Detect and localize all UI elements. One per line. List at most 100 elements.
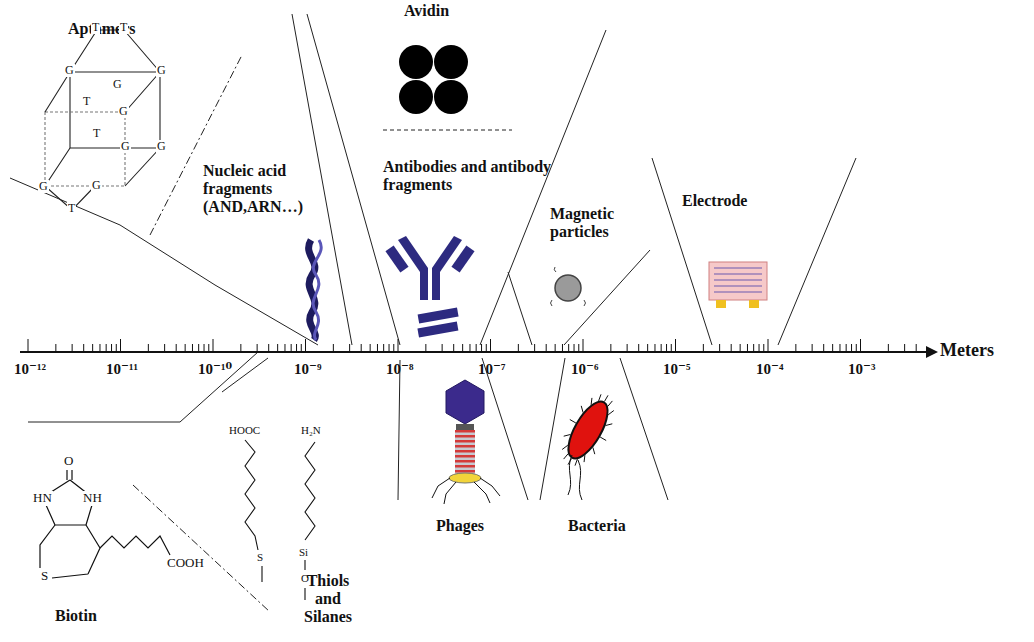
- base-letter: T: [92, 127, 101, 140]
- tick-label: 10⁻¹⁰: [198, 361, 232, 378]
- axis-tick: [888, 344, 889, 352]
- axis-tick: [846, 344, 847, 352]
- axis-tick: [55, 344, 56, 352]
- base-letter: G: [120, 140, 131, 153]
- axis-tick: [393, 344, 394, 352]
- tick-label: 10⁻⁹: [294, 361, 321, 378]
- axis-tick: [518, 344, 519, 352]
- axis-tick: [204, 344, 205, 352]
- axis-tick: [768, 339, 769, 352]
- tick-label: 10⁻¹²: [14, 361, 46, 378]
- bacterium-pilus: [564, 434, 571, 436]
- chem-group: H₂N: [300, 424, 322, 436]
- axis-tick: [349, 344, 350, 352]
- axis-tick: [832, 344, 833, 352]
- axis-tick: [759, 344, 760, 352]
- tick-label: 10⁻⁴: [756, 361, 783, 378]
- axis-tick: [148, 344, 149, 352]
- axis-tick: [305, 339, 306, 352]
- chem-group: HOOC: [228, 424, 261, 436]
- base-letter: G: [156, 64, 167, 77]
- axis-tick: [192, 344, 193, 352]
- axis-tick: [442, 344, 443, 352]
- bacterium-pilus: [584, 455, 586, 462]
- chem-group: COOH: [166, 556, 205, 571]
- axis-tick: [425, 344, 426, 352]
- base-letter: T: [67, 202, 76, 215]
- axis-tick: [208, 344, 209, 352]
- axis-tick: [839, 344, 840, 352]
- axis-tick: [555, 344, 556, 352]
- axis-tick: [377, 344, 378, 352]
- axis-tick: [916, 344, 917, 352]
- chem-atom: Si: [298, 546, 309, 558]
- axis-tick: [481, 344, 482, 352]
- axis-tick: [904, 344, 905, 352]
- bacterium-pilus: [608, 401, 612, 406]
- axis-tick: [213, 339, 214, 352]
- axis-tick: [486, 344, 487, 352]
- bacterium-pilus: [581, 406, 583, 413]
- bacterium-pilus: [606, 424, 613, 426]
- axis-tick: [703, 344, 704, 352]
- axis-tick: [583, 339, 584, 352]
- axis-tick: [851, 344, 852, 352]
- axis-tick: [268, 344, 269, 352]
- region-label: Biotin: [55, 607, 97, 625]
- base-letter: G: [64, 64, 75, 77]
- axis-tick: [370, 344, 371, 352]
- region-label: Electrode: [682, 192, 747, 210]
- bacterium-pilus: [591, 398, 593, 405]
- axis-tick: [647, 344, 648, 352]
- axis-tick: [823, 344, 824, 352]
- axis-tick: [83, 344, 84, 352]
- axis-tick: [719, 344, 720, 352]
- axis-tick: [301, 344, 302, 352]
- bacterium-pilus: [593, 447, 595, 454]
- axis-tick: [476, 344, 477, 352]
- region-label: Avidin: [404, 2, 449, 20]
- axis-tick: [610, 344, 611, 352]
- axis-tick: [277, 344, 278, 352]
- axis-tick: [654, 344, 655, 352]
- axis-tick: [562, 344, 563, 352]
- tick-label: 10⁻⁶: [571, 361, 598, 378]
- axis-tick: [490, 339, 491, 352]
- axis-tick: [671, 344, 672, 352]
- region-label: Nucleic acid fragments (AND,ARN…): [203, 162, 321, 216]
- axis-tick: [568, 344, 569, 352]
- bacterium-pilus: [562, 445, 568, 449]
- axis-tick: [638, 344, 639, 352]
- tick-label: 10⁻⁸: [386, 361, 413, 378]
- region-label: Phages: [436, 517, 484, 535]
- axis-tick: [164, 344, 165, 352]
- axis-tick: [185, 344, 186, 352]
- axis-tick: [856, 344, 857, 352]
- axis-tick: [176, 344, 177, 352]
- axis-tick: [296, 344, 297, 352]
- axis-tick: [240, 344, 241, 352]
- base-letter: G: [38, 180, 49, 193]
- axis-tick: [106, 344, 107, 352]
- axis-tick: [666, 344, 667, 352]
- bacterium-pilus: [564, 454, 568, 459]
- axis-tick: [92, 344, 93, 352]
- axis-tick: [574, 344, 575, 352]
- axis-tick: [747, 344, 748, 352]
- axis-tick: [257, 344, 258, 352]
- axis-tick: [731, 344, 732, 352]
- base-letter: T: [82, 95, 91, 108]
- axis-tick: [383, 344, 384, 352]
- region-label: Thiols and Silanes: [293, 572, 363, 626]
- base-letter: G: [91, 179, 102, 192]
- axis-tick: [28, 339, 29, 352]
- base-letter: T: [119, 21, 128, 34]
- axis-tick: [116, 344, 117, 352]
- base-letter: G: [118, 105, 129, 118]
- bacterium-pilus: [599, 394, 601, 401]
- tick-label: 10⁻³: [848, 361, 875, 378]
- chem-atom: S: [256, 551, 264, 563]
- region-label: Bacteria: [568, 517, 626, 535]
- axis-tick: [462, 344, 463, 352]
